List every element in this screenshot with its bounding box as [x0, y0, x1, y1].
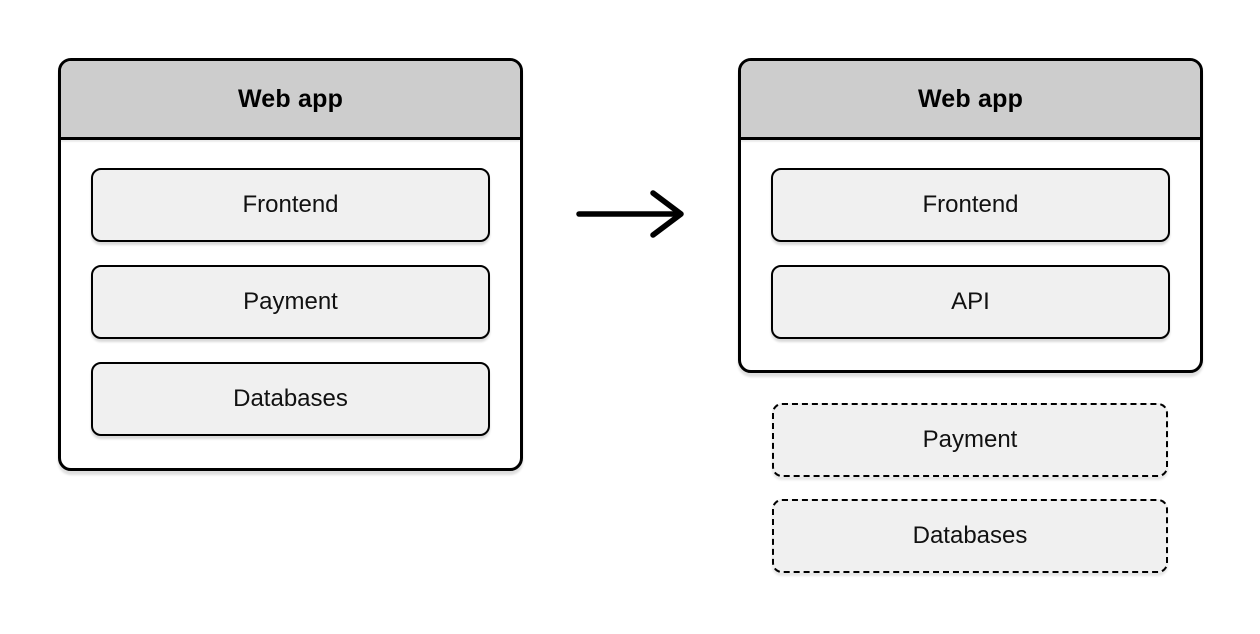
- component-frontend-after: Frontend: [771, 168, 1170, 242]
- extracted-component-payment: Payment: [772, 403, 1168, 477]
- component-label-frontend: Frontend: [242, 191, 339, 218]
- web-app-after-container: Web app Frontend API: [738, 58, 1203, 373]
- web-app-after-body: Frontend API: [741, 140, 1200, 367]
- extracted-component-databases: Databases: [772, 499, 1168, 573]
- web-app-before-container: Web app Frontend Payment Databases: [58, 58, 523, 471]
- component-label-api: API: [951, 288, 990, 315]
- web-app-before-header: Web app: [61, 61, 520, 140]
- web-app-after-title: Web app: [917, 84, 1024, 113]
- component-label-payment: Payment: [243, 288, 338, 315]
- component-payment-before: Payment: [91, 265, 490, 339]
- extracted-label-payment: Payment: [922, 426, 1018, 453]
- component-label-databases: Databases: [233, 385, 348, 412]
- component-api-after: API: [771, 265, 1170, 339]
- web-app-after-header: Web app: [741, 61, 1200, 140]
- extracted-label-databases: Databases: [912, 522, 1028, 549]
- web-app-before-title: Web app: [237, 84, 344, 113]
- right-arrow-icon: [576, 190, 688, 238]
- web-app-before-body: Frontend Payment Databases: [61, 140, 520, 464]
- component-databases-before: Databases: [91, 362, 490, 436]
- component-label-frontend-after: Frontend: [922, 191, 1019, 218]
- component-frontend-before: Frontend: [91, 168, 490, 242]
